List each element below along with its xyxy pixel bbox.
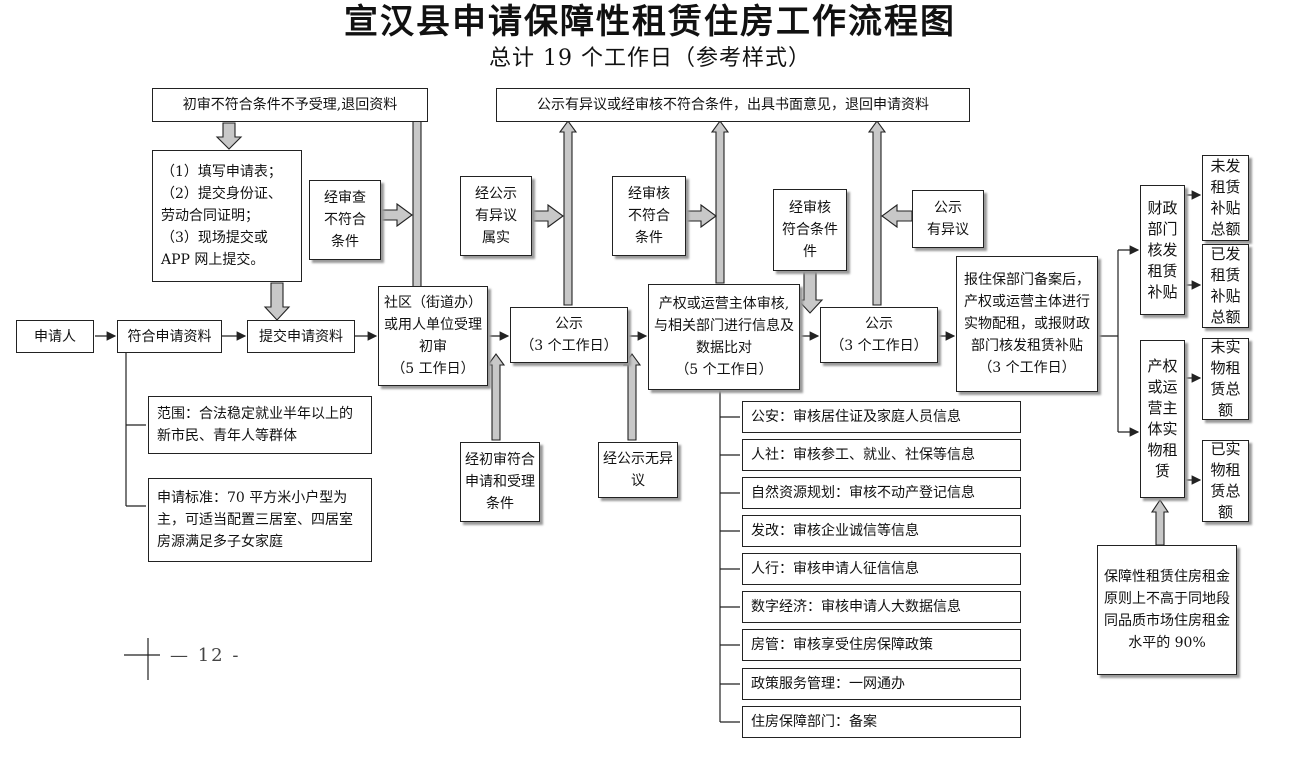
- publicity-1-box: 公示 （3 个工作日）: [510, 307, 628, 363]
- department-item: 数字经济：审核申请人大数据信息: [742, 591, 1021, 623]
- department-item: 公安：审核居住证及家庭人员信息: [742, 401, 1021, 433]
- publicity-2-box: 公示 （3 个工作日）: [820, 307, 938, 363]
- department-item: 发改：审核企业诚信等信息: [742, 515, 1021, 547]
- department-item: 住房保障部门：备案: [742, 706, 1021, 738]
- standard-box: 申请标准：70 平方米小户型为主，可适当配置三居室、四居室房源满足多子女家庭: [148, 478, 372, 562]
- unleased-box: 未实物租赁总额: [1202, 338, 1249, 420]
- department-item: 自然资源规划：审核不动产登记信息: [742, 477, 1021, 509]
- department-item: 人行：审核申请人征信信息: [742, 553, 1021, 585]
- first-pass-box: 经初审符合申请和受理条件: [460, 442, 540, 522]
- paid-subsidy-box: 已发租赁补贴总额: [1202, 244, 1249, 328]
- scope-box: 范围：合法稳定就业半年以上的新市民、青年人等群体: [148, 396, 372, 454]
- community-review-box: 社区（街道办）或用人单位受理初审 （5 工作日）: [378, 286, 488, 386]
- public-no-objection-box: 经公示无异议: [598, 442, 678, 498]
- department-item: 人社：审核参工、就业、社保等信息: [742, 439, 1021, 471]
- public-objection-true-box: 经公示 有异议 属实: [460, 176, 532, 256]
- review-fail-box: 经审查 不符合 条件: [309, 180, 381, 260]
- reject-public-box: 公示有异议或经审核不符合条件，出具书面意见，退回申请资料: [496, 88, 970, 122]
- filing-box: 报住保部门备案后，产权或运营主体进行实物配租，或报财政部门核发租赁补贴 （3 个…: [956, 256, 1098, 392]
- page-subtitle: 总计 19 个工作日（参考样式）: [489, 46, 811, 71]
- applicant-box: 申请人: [16, 320, 94, 353]
- public-objection-box: 公示 有异议: [912, 190, 984, 248]
- application-steps-box: （1）填写申请表； （2）提交身份证、劳动合同证明； （3）现场提交或 APP …: [152, 150, 302, 282]
- page-title: 宣汉县申请保障性租赁住房工作流程图: [344, 2, 956, 42]
- department-item: 政策服务管理：一网通办: [742, 668, 1021, 700]
- verify-pass-box: 经审核 符合条件件: [773, 189, 847, 271]
- leased-box: 已实物租赁总额: [1202, 440, 1249, 522]
- eligible-materials-box: 符合申请资料: [117, 320, 222, 353]
- finance-subsidy-box: 财政部门核发租赁补贴: [1140, 185, 1185, 315]
- submit-materials-box: 提交申请资料: [247, 320, 355, 353]
- compare-data-box: 产权或运营主体审核,与相关部门进行信息及数据比对 （5 个工作日）: [648, 284, 800, 390]
- page-number: — 12 -: [170, 645, 241, 666]
- department-item: 房管：审核享受住房保障政策: [742, 629, 1021, 661]
- rent-principle-box: 保障性租赁住房租金原则上不高于同地段同品质市场住房租金水平的 90%: [1097, 545, 1237, 675]
- owner-rent-box: 产权或运营主体实物租赁: [1140, 340, 1185, 498]
- unpaid-subsidy-box: 未发租赁补贴总额: [1202, 155, 1249, 241]
- reject-first-review-box: 初审不符合条件不予受理,退回资料: [152, 88, 428, 122]
- verify-fail-box: 经审核 不符合 条件: [612, 176, 686, 256]
